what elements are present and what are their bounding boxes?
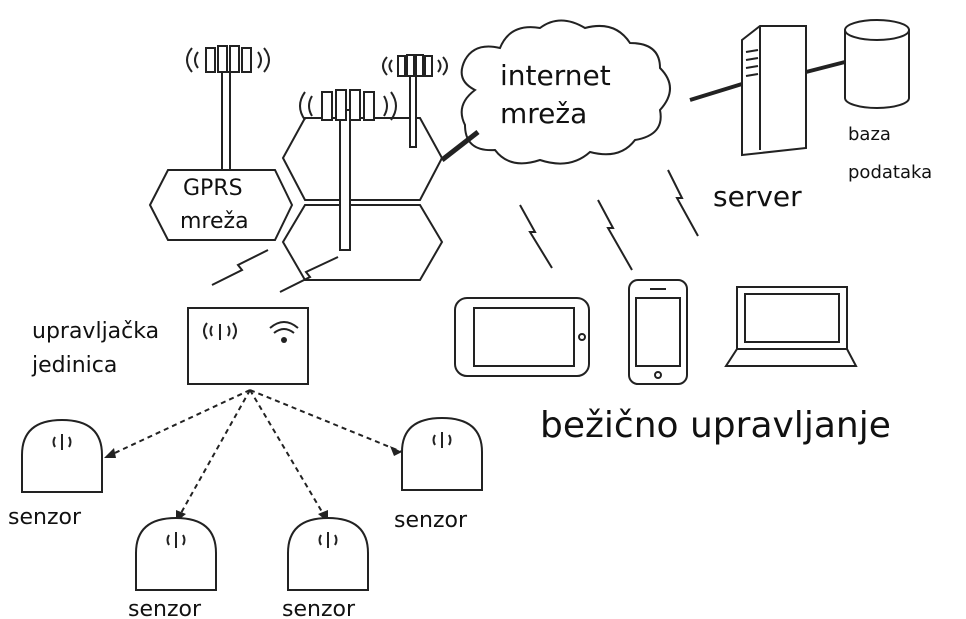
tablet-icon xyxy=(454,297,590,377)
sensor-dome-icon xyxy=(21,418,103,493)
gprs-network: GPRS mreža xyxy=(148,117,444,281)
database-cylinder-icon xyxy=(844,19,910,109)
internet-label-line2: mreža xyxy=(500,97,587,130)
laptop-icon xyxy=(724,286,858,367)
gprs-hexagon-left xyxy=(148,169,294,241)
sensor-label: senzor xyxy=(282,597,356,619)
cell-tower-icon xyxy=(382,54,448,148)
wireless-control-label: bežično upravljanje xyxy=(540,405,891,446)
lightning-link-icon xyxy=(279,256,339,293)
link-arrow xyxy=(104,448,116,458)
sensor-dome-icon xyxy=(401,416,483,491)
server-tower-icon xyxy=(741,25,807,157)
gprs-label-line2: mreža xyxy=(180,209,249,234)
gprs-hexagon-top xyxy=(281,117,444,201)
gprs-internet-link xyxy=(440,130,480,162)
lightning-link-icon xyxy=(519,204,553,269)
gprs-hexagon-bottom xyxy=(281,204,444,281)
sensor-label: senzor xyxy=(8,505,82,530)
database-label-line1: baza xyxy=(848,124,891,145)
lightning-link-icon xyxy=(667,169,699,237)
lightning-link-icon xyxy=(597,199,633,271)
lightning-link-icon xyxy=(211,249,269,286)
cell-tower-icon xyxy=(186,45,270,171)
gprs-label-line1: GPRS xyxy=(183,176,243,201)
cell-tower-icon xyxy=(299,89,397,251)
sensor-links xyxy=(103,389,403,523)
sensor-dome-icon xyxy=(287,516,369,591)
internet-label-line1: internet xyxy=(500,59,611,92)
server-label: server xyxy=(713,180,802,213)
control-unit xyxy=(187,307,309,385)
wifi-icon xyxy=(269,321,299,343)
sensor-dome-icon xyxy=(135,516,217,591)
signal-waves-icon xyxy=(203,322,237,340)
smartphone-icon xyxy=(628,279,688,385)
control-unit-label-line1: upravljačka xyxy=(32,319,159,344)
sensor-label: senzor xyxy=(128,597,202,619)
internet-cloud: internet mreža xyxy=(460,19,671,165)
sensor-label: senzor xyxy=(394,508,468,533)
database-label-line2: podataka xyxy=(848,162,932,183)
link-arrow xyxy=(390,446,402,456)
control-unit-label-line2: jedinica xyxy=(31,353,117,378)
server-database-link xyxy=(805,60,846,74)
internet-server-link xyxy=(689,82,743,102)
